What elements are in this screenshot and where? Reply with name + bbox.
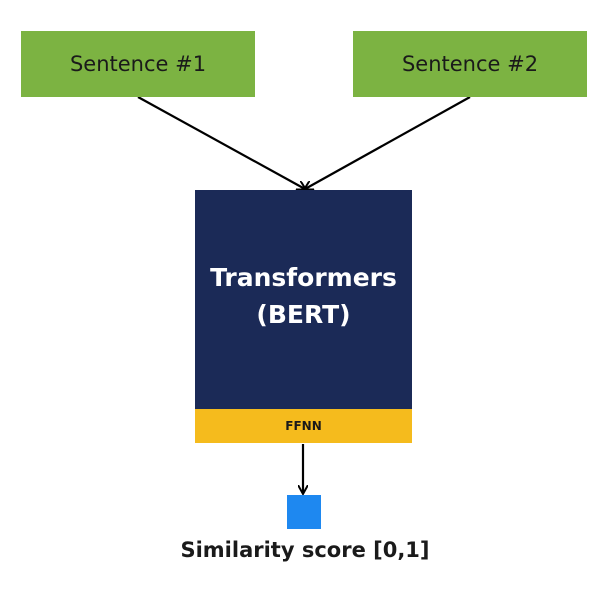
sentence-2-box: Sentence #2	[353, 31, 587, 97]
sentence-1-box: Sentence #1	[21, 31, 255, 97]
similarity-score-square	[287, 495, 321, 529]
transformer-box: Transformers (BERT)	[195, 190, 412, 409]
ffnn-label: FFNN	[285, 419, 322, 433]
transformer-label-line2: (BERT)	[256, 299, 351, 329]
sentence-1-label: Sentence #1	[69, 52, 207, 76]
transformer-label-line1: Transformers	[210, 263, 397, 293]
arrow-sentence-1-to-transformer	[137, 96, 305, 189]
ffnn-box: FFNN	[195, 409, 412, 443]
similarity-score-label: Similarity score [0,1]	[180, 538, 430, 562]
arrow-sentence-2-to-transformer	[305, 96, 471, 189]
sentence-2-label: Sentence #2	[401, 52, 539, 76]
